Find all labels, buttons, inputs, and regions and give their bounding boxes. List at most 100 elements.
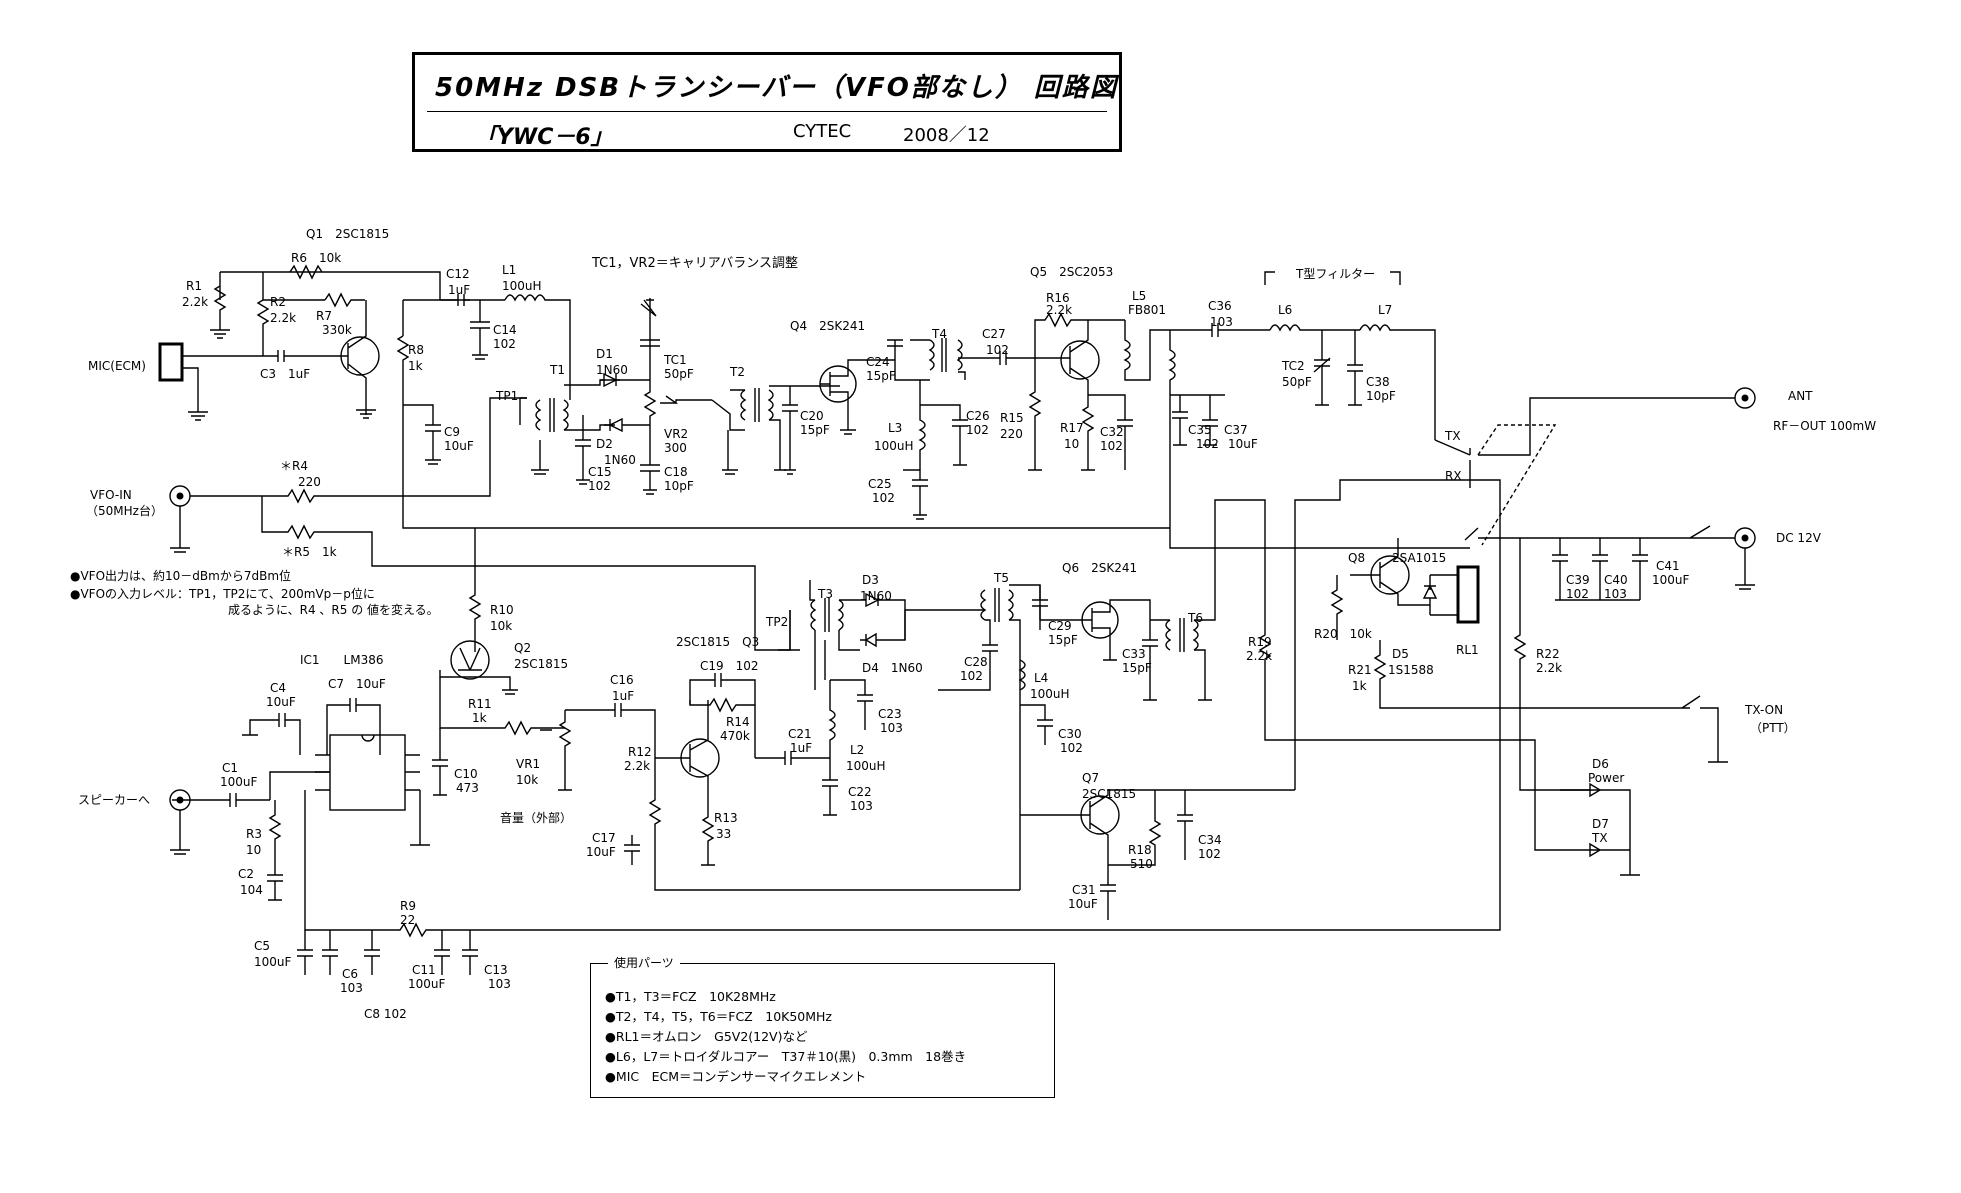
c22-value: 103 [850, 799, 873, 813]
r4-value: 220 [298, 475, 321, 489]
rl1-relay [1456, 565, 1480, 624]
r16-resistor [1034, 312, 1125, 358]
c39-value: 102 [1566, 587, 1589, 601]
c40-capacitor [1555, 538, 1640, 601]
r7-resistor [324, 292, 365, 308]
r3-value: 10 [246, 843, 262, 857]
l6-inductor [1269, 324, 1360, 332]
t6-label: T6 [1188, 611, 1203, 625]
l7-inductor [1359, 324, 1436, 440]
rl1-label: RL1 [1456, 643, 1479, 657]
c17-value: 10uF [586, 845, 616, 859]
t4-transformer [910, 338, 990, 380]
r19-resistor [1258, 548, 1600, 851]
vfo-level-note-2: 成るように、R4 、R5 の 値を変える。 [228, 603, 439, 617]
l3-inductor [918, 380, 926, 470]
c24-label: C24 [866, 355, 890, 369]
c20-value: 15pF [800, 423, 830, 437]
c38-value: 10pF [1366, 389, 1396, 403]
c12-label: C12 [446, 267, 470, 281]
c19-label: C19 102 [700, 659, 759, 673]
c6-value: 103 [340, 981, 363, 995]
d3-diode [860, 592, 906, 640]
t5-transformer [945, 584, 1041, 690]
c38-label: C38 [1366, 375, 1390, 389]
c16-value: 1uF [612, 689, 635, 703]
l5-label: L5 [1132, 289, 1147, 303]
carrier-balance-note: TC1，VR2＝キャリアバランス調整 [592, 256, 798, 271]
ic1-label: IC1 LM386 [300, 653, 384, 667]
c1-capacitor [172, 771, 330, 807]
t6-transformer [1150, 499, 1266, 701]
r19-label: R19 [1248, 635, 1272, 649]
c1-value: 100uF [220, 775, 258, 789]
rx-label: RX [1445, 469, 1462, 483]
c12-value: 1uF [448, 283, 471, 297]
c20-capacitor [782, 386, 798, 475]
speaker-label: スピーカーへ [78, 793, 151, 807]
rf-out-label: RF－OUT 100mW [1773, 419, 1877, 433]
tc1-label: TC1 [664, 353, 687, 367]
r7-label: R7 [316, 309, 332, 323]
r19-value: 2.2k [1246, 649, 1273, 663]
c40-value: 103 [1604, 587, 1627, 601]
q7-value: 2SC1815 [1082, 787, 1137, 801]
c26-label: C26 [966, 409, 990, 423]
c2-label: C2 [238, 867, 255, 881]
c14-capacitor [470, 300, 490, 360]
c7-capacitor [326, 698, 381, 755]
c15-label: C15 [588, 465, 612, 479]
t5-label: T5 [994, 571, 1009, 585]
d1-diode [600, 372, 650, 388]
r13-resistor [701, 810, 715, 866]
c2-value: 104 [240, 883, 263, 897]
q3-label: 2SC1815 Q3 [676, 635, 760, 649]
ptt-label: （PTT） [1750, 721, 1796, 735]
r16-value: 2.2k [1046, 303, 1073, 317]
r9-resistor [304, 790, 490, 938]
r12-value: 2.2k [624, 759, 651, 773]
tx-label: TX [1445, 429, 1461, 443]
q8-label: Q8 [1348, 551, 1366, 565]
r8-label: R8 [408, 343, 424, 357]
r3-label: R3 [246, 827, 262, 841]
c24-value: 15pF [866, 369, 896, 383]
c37-value: 10uF [1228, 437, 1258, 451]
r21-resistor [1373, 640, 1701, 709]
c26-capacitor [920, 404, 968, 466]
rl1-coil [1430, 574, 1458, 616]
r2-label: R2 [270, 295, 286, 309]
speaker-connector [169, 789, 191, 855]
c33-value: 15pF [1122, 661, 1152, 675]
d3-label: D3 [862, 573, 879, 587]
r15-value: 220 [1000, 427, 1023, 441]
c10-label: C10 [454, 767, 478, 781]
c33-label: C33 [1122, 647, 1146, 661]
c28-label: C28 [964, 655, 988, 669]
r11-value: 1k [472, 711, 487, 725]
d7-value: TX [1592, 831, 1608, 845]
c37-label: C37 [1224, 423, 1248, 437]
c35-label: C35 [1188, 423, 1212, 437]
c11-value: 100uF [408, 977, 446, 991]
c37-capacitor [1202, 395, 1218, 446]
dc-connector [1734, 527, 1756, 590]
r8-resistor [396, 335, 410, 405]
parts-item: ●T2，T4，T5，T6＝FCZ 10K50MHz [605, 1009, 832, 1024]
c36-value: 103 [1210, 315, 1233, 329]
c27-value: 102 [986, 343, 1009, 357]
d4-diode [860, 609, 945, 648]
r9-value: 22 [400, 913, 416, 927]
r10-value: 10k [490, 619, 513, 633]
r14-resistor [689, 697, 756, 758]
r10-label: R10 [490, 603, 514, 617]
t1-transformer [531, 379, 620, 475]
c41-capacitor [1632, 538, 1648, 600]
r4-label: ＊R4 [280, 459, 308, 473]
parts-list-box [590, 963, 1055, 1098]
r20-resistor [1330, 575, 1344, 640]
c26-value: 102 [966, 423, 989, 437]
c31-value: 10uF [1068, 897, 1098, 911]
dc-supply-rail [1169, 395, 1735, 549]
